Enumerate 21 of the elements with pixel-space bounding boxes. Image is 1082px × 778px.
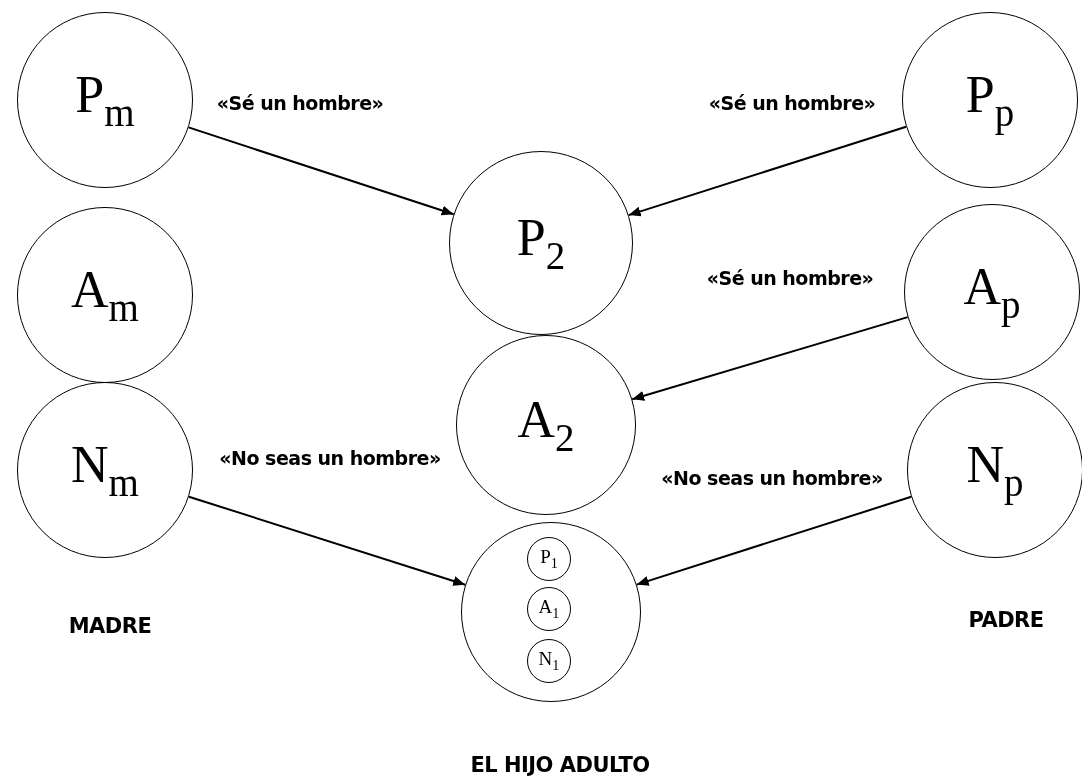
edge-label: «Sé un hombre» xyxy=(708,92,876,114)
group-label: PADRE xyxy=(968,608,1044,632)
arrow xyxy=(631,316,909,401)
node-label: P$_{m}$ xyxy=(75,68,135,132)
edge-label: «Sé un hombre» xyxy=(706,267,874,289)
edge-label: «No seas un hombre» xyxy=(219,447,441,469)
node-label: N$_{m}$ xyxy=(71,438,139,502)
node-label: A$_{2}$ xyxy=(517,393,575,457)
edge-label: «Sé un hombre» xyxy=(216,92,384,114)
node-label: N$_{1}$ xyxy=(538,649,560,673)
edge-label: «No seas un hombre» xyxy=(661,467,883,489)
node-label: P$_{1}$ xyxy=(540,547,558,571)
group-label: MADRE xyxy=(68,614,152,638)
node-label: A$_{1}$ xyxy=(538,597,560,621)
group-label: EL HIJO ADULTO xyxy=(470,753,650,777)
arrow xyxy=(187,126,455,216)
arrow xyxy=(627,125,908,217)
node-label: P$_{2}$ xyxy=(516,211,566,275)
node-label: A$_{m}$ xyxy=(71,263,139,327)
arrow xyxy=(187,495,467,586)
arrow xyxy=(635,495,913,586)
